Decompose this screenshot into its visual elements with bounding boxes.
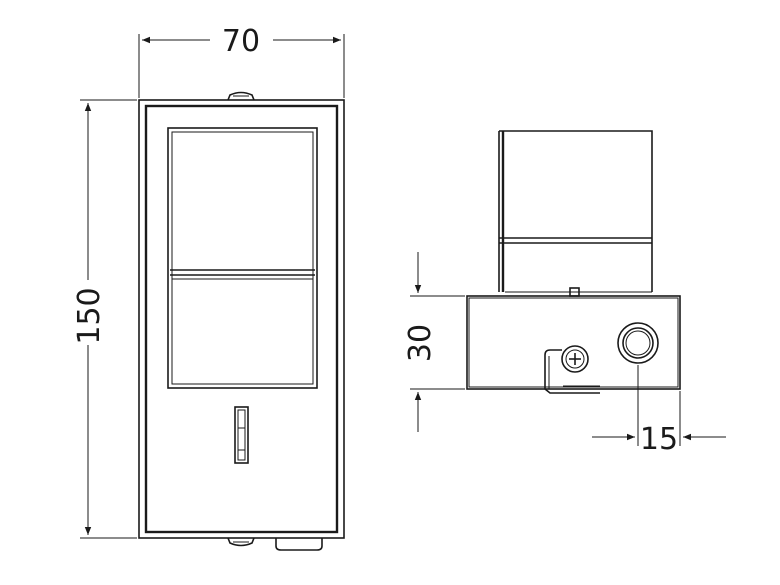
cable-entry-icon [617, 322, 659, 364]
offset-dimension-label: 15 [640, 422, 678, 457]
front-inner-frame [144, 104, 339, 534]
bottom-clip-left [227, 537, 255, 547]
offset-dimension [592, 365, 726, 446]
width-dimension [138, 34, 345, 98]
indicator-slot [234, 406, 249, 464]
height-dimension [80, 99, 137, 539]
side-housing [466, 295, 681, 390]
front-view [138, 91, 345, 551]
bottom-clip-right [275, 538, 323, 551]
width-dimension-label: 70 [222, 24, 260, 59]
rocker-switch [167, 127, 318, 389]
depth-dimension-label: 30 [403, 324, 438, 362]
side-tab [505, 287, 652, 297]
front-outer-frame [138, 99, 345, 539]
terminal-screw-icon [544, 345, 600, 394]
side-rocker [498, 130, 653, 292]
depth-dimension [410, 252, 465, 432]
height-dimension-label: 150 [72, 287, 107, 344]
top-clip [227, 91, 255, 101]
side-view [466, 130, 681, 394]
